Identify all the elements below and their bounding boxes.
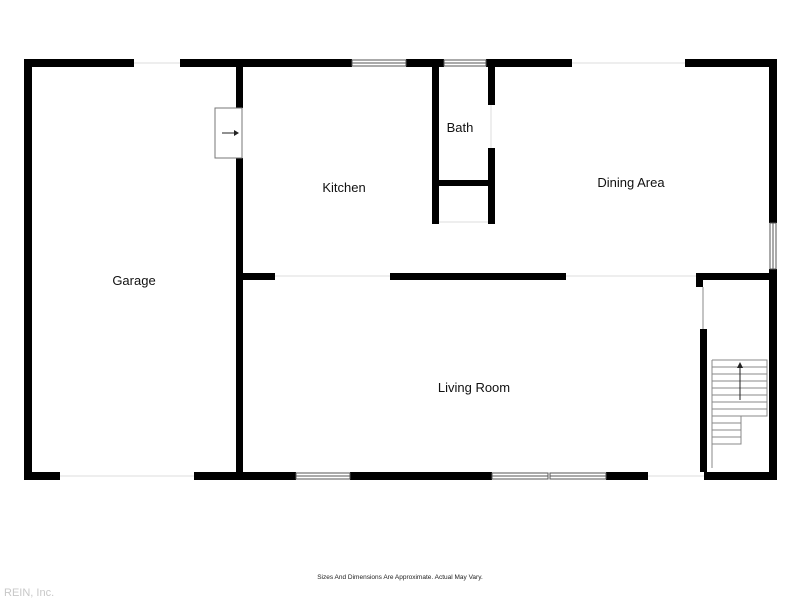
disclaimer-text: Sizes And Dimensions Are Approximate. Ac… [317, 574, 483, 581]
garage-entry-step [214, 107, 243, 159]
outer-wall-top-1 [24, 59, 134, 67]
garage-wall-lower [236, 158, 243, 472]
bath-wall-middle [432, 180, 495, 186]
outer-wall-top-3 [406, 59, 444, 67]
stairs [702, 287, 768, 468]
windows [295, 59, 777, 480]
openings [60, 62, 704, 477]
outer-wall-bottom-5 [704, 472, 777, 480]
credit-watermark: REIN, Inc. [4, 587, 55, 599]
outer-wall-top-5 [685, 59, 777, 67]
living-room-label: Living Room [438, 380, 510, 395]
living-wall-top-1 [243, 273, 275, 280]
outer-wall-bottom-2 [194, 472, 296, 480]
outer-wall-right-2 [769, 269, 777, 480]
stair-outline [712, 359, 768, 445]
bath-label: Bath [447, 120, 474, 135]
stair-arrow-head [737, 362, 743, 368]
dining-area-label: Dining Area [597, 175, 665, 190]
walls [24, 59, 777, 480]
outer-wall-top-2 [180, 59, 352, 67]
outer-wall-bottom-1 [24, 472, 60, 480]
entry-step-arrow-head [234, 130, 239, 136]
garage-wall-upper [236, 67, 243, 108]
living-wall-top-3 [696, 273, 769, 280]
outer-wall-top-4 [486, 59, 572, 67]
outer-wall-right-1 [769, 59, 777, 223]
entry-step-box [214, 107, 243, 159]
outer-wall-bottom-3 [350, 472, 492, 480]
outer-wall-left [24, 59, 32, 480]
living-wall-top-2 [390, 273, 566, 280]
kitchen-label: Kitchen [322, 180, 365, 195]
stair-wall-lower [700, 329, 707, 472]
bath-wall-left [432, 67, 439, 224]
stair-wall-upper [696, 280, 703, 287]
outer-wall-bottom-4 [606, 472, 648, 480]
garage-label: Garage [112, 273, 155, 288]
bath-wall-right-upper [488, 67, 495, 105]
